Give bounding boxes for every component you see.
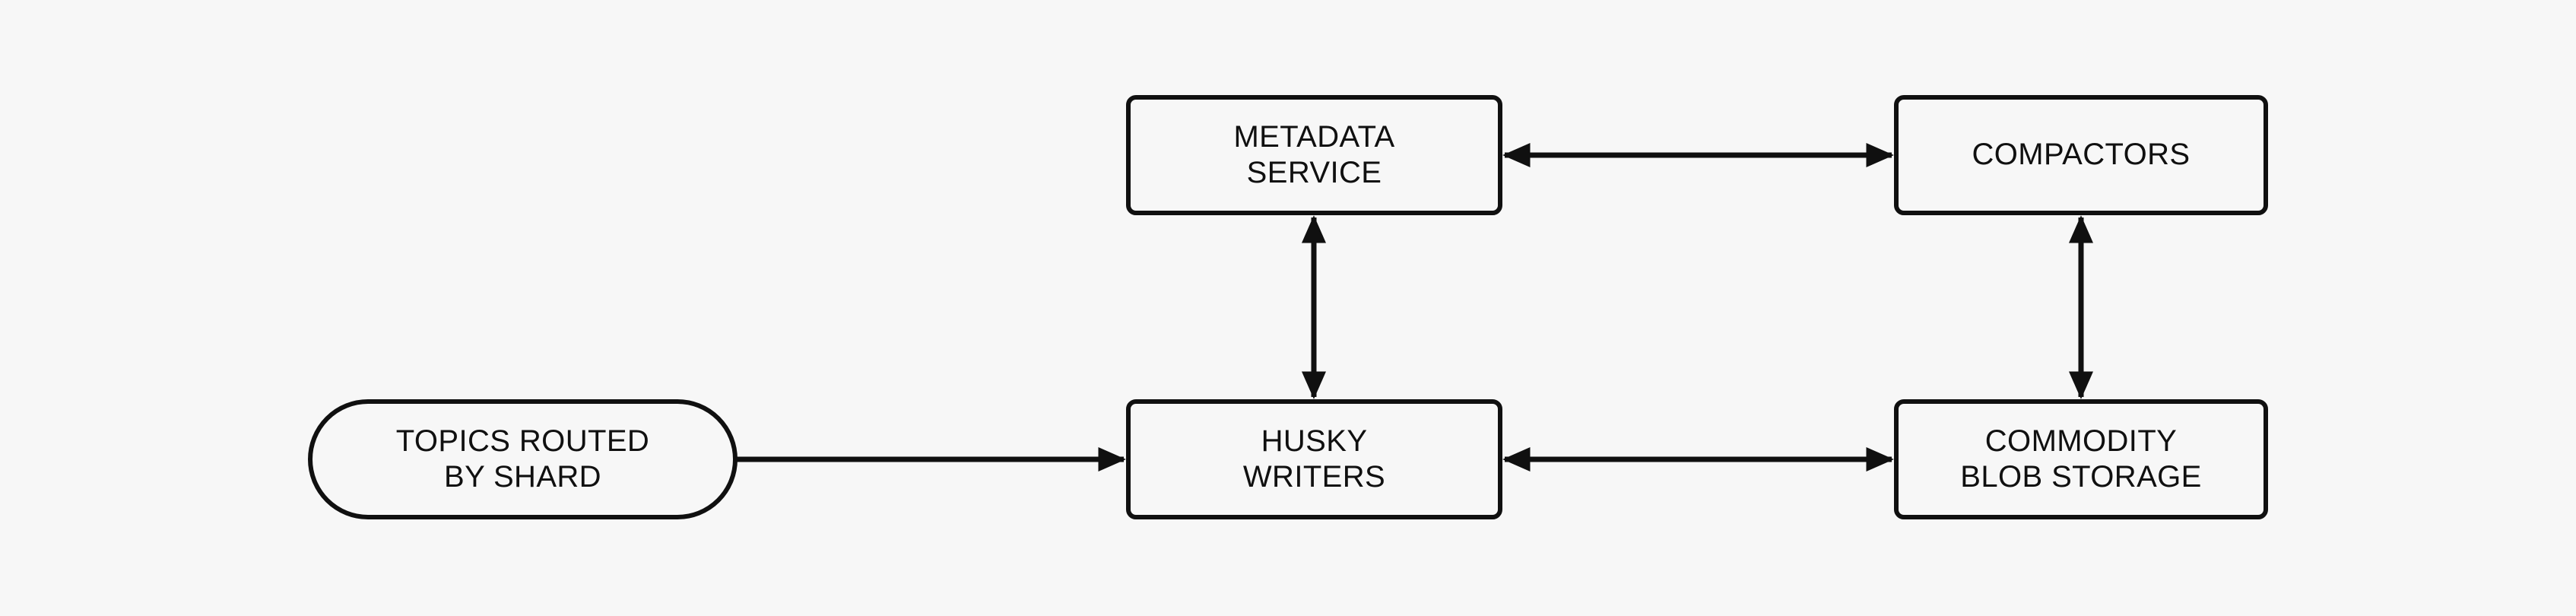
node-shape-compactors[interactable] [1894, 95, 2268, 215]
node-shape-metadata-service[interactable] [1126, 95, 1502, 215]
node-shape-husky-writers[interactable] [1126, 399, 1502, 519]
node-shape-commodity-blob-storage[interactable] [1894, 399, 2268, 519]
node-shape-topics-routed-by-shard[interactable] [308, 399, 738, 519]
